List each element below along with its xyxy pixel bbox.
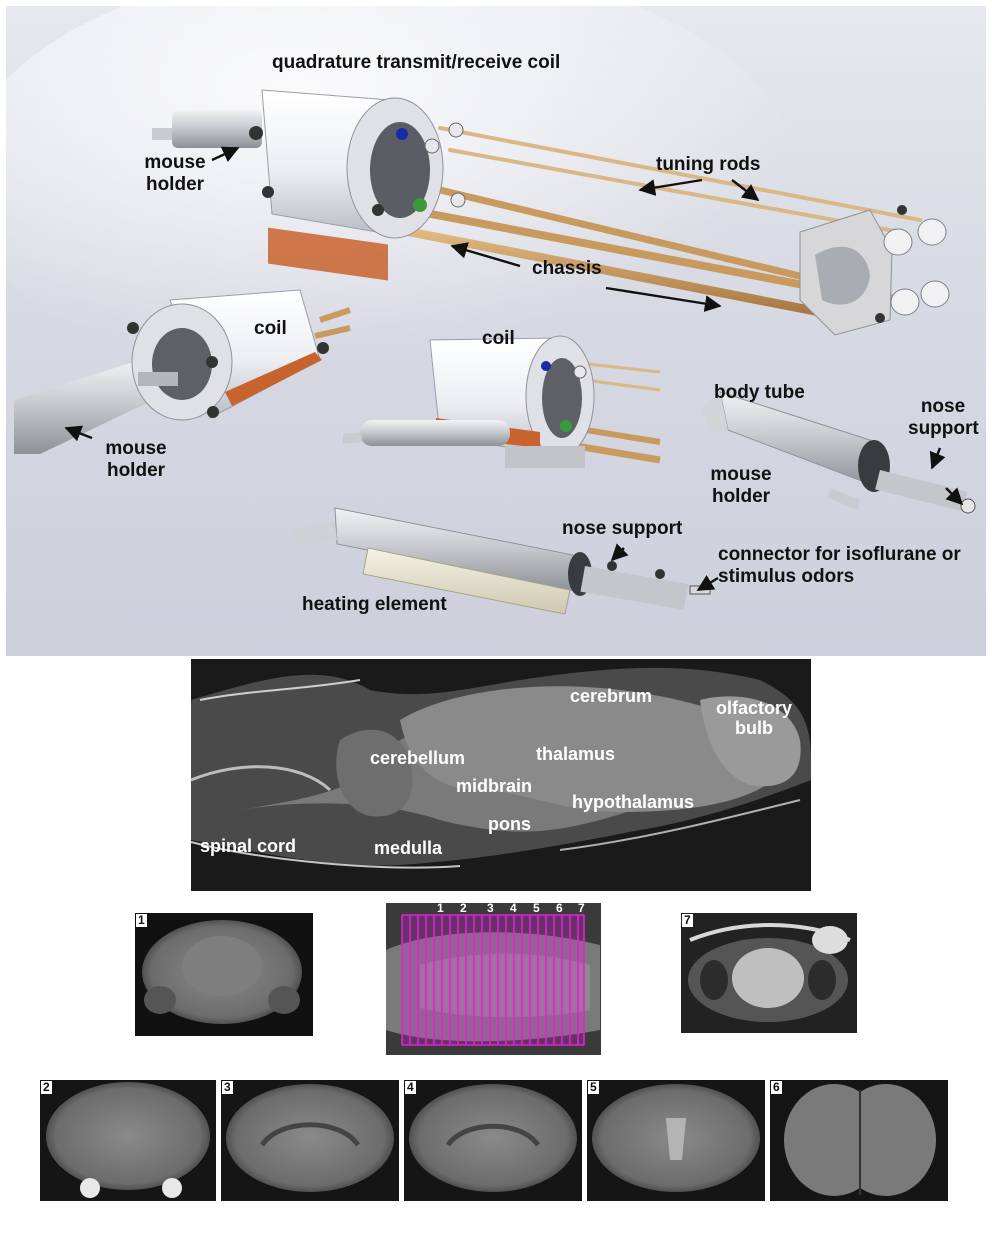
connector-label: connector for isoflurane or stimulus odo… bbox=[718, 544, 961, 587]
panel-number-5: 5 bbox=[588, 1080, 599, 1094]
panel-number-2: 2 bbox=[41, 1080, 52, 1094]
heating-element-label: heating element bbox=[302, 594, 447, 615]
label-arrows bbox=[64, 146, 964, 592]
slice-marker-4: 4 bbox=[510, 901, 517, 915]
panel-number-7: 7 bbox=[682, 913, 693, 927]
mri-label-midbrain: midbrain bbox=[456, 776, 533, 796]
center-coil-assembly bbox=[343, 335, 661, 468]
body-tube-label: body tube bbox=[714, 382, 805, 403]
mouse-holder-top-label: mouse holder bbox=[144, 152, 206, 195]
slice-marker-1: 1 bbox=[437, 901, 444, 915]
slice-marker-3: 3 bbox=[487, 901, 494, 915]
panel-number-6: 6 bbox=[771, 1080, 782, 1094]
left-coil-assembly bbox=[14, 289, 351, 454]
panel-number-4: 4 bbox=[405, 1080, 416, 1094]
slice-marker-2: 2 bbox=[460, 901, 467, 915]
mri-label-olfactory-bulb: olfactory bulb bbox=[715, 698, 793, 738]
nose-support-bottom-label: nose support bbox=[562, 518, 683, 539]
mouse-holder-right-label: mouse holder bbox=[710, 464, 772, 507]
mri-label-thalamus: thalamus bbox=[536, 744, 616, 764]
sagittal-mri-content bbox=[190, 667, 811, 869]
chassis-label: chassis bbox=[532, 258, 602, 279]
coil-left-label: coil bbox=[254, 318, 287, 339]
mri-label-hypothalamus: hypothalamus bbox=[572, 792, 695, 812]
slice-marker-5: 5 bbox=[533, 901, 540, 915]
main-coil-assembly bbox=[152, 89, 950, 336]
slice-plan-lines bbox=[401, 914, 585, 1046]
right-mouse-holder bbox=[700, 391, 976, 514]
nose-support-right-label: nose support bbox=[908, 396, 979, 439]
mri-label-spinal-cord: spinal cord bbox=[200, 836, 297, 856]
coil-center-label: coil bbox=[482, 328, 515, 349]
panel-number-3: 3 bbox=[222, 1080, 233, 1094]
mri-label-cerebellum: cerebellum bbox=[370, 748, 466, 768]
coil-title-label: quadrature transmit/receive coil bbox=[272, 52, 561, 73]
slice-marker-6: 6 bbox=[556, 901, 563, 915]
mri-label-cerebrum: cerebrum bbox=[570, 686, 653, 706]
panel-number-1: 1 bbox=[136, 913, 147, 927]
slice-marker-7: 7 bbox=[578, 901, 585, 915]
mri-label-pons: pons bbox=[488, 814, 531, 834]
mouse-holder-left-label: mouse holder bbox=[105, 438, 167, 481]
tuning-rods-label: tuning rods bbox=[656, 154, 761, 175]
mri-label-medulla: medulla bbox=[374, 838, 443, 858]
bottom-mouse-holder bbox=[290, 507, 711, 615]
